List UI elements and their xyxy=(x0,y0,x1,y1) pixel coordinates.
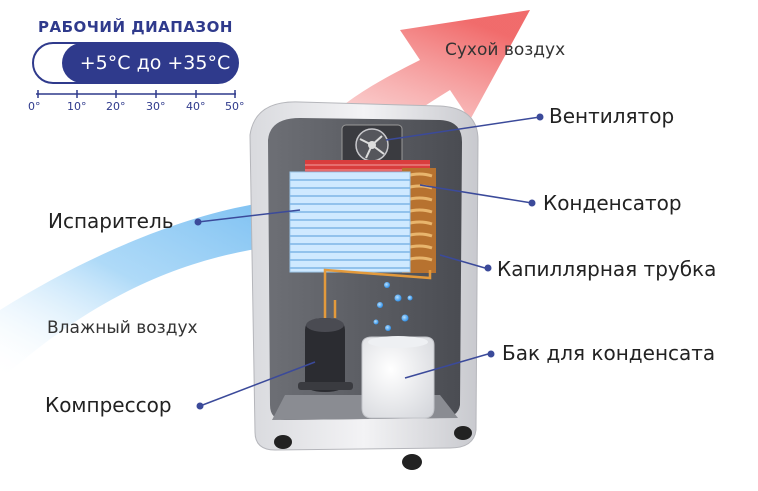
leader-dots xyxy=(194,113,544,410)
scale-tick-20: 20° xyxy=(106,100,126,113)
condenser-label: Конденсатор xyxy=(543,191,682,215)
scale-tick-30: 30° xyxy=(146,100,166,113)
condensate-tank-label: Бак для конденсата xyxy=(502,341,716,365)
compressor xyxy=(298,318,353,392)
compressor-label: Компрессор xyxy=(45,393,172,417)
scale-tick-0: 0° xyxy=(28,100,41,113)
scale-tick-40: 40° xyxy=(186,100,206,113)
fan xyxy=(341,124,403,166)
evaporator-label: Испаритель xyxy=(48,209,174,233)
capillary-tube xyxy=(323,268,432,325)
range-value: +5°C до +35°C xyxy=(79,52,231,74)
fan-label: Вентилятор xyxy=(549,104,675,128)
capillary-tube-label: Капиллярная трубка xyxy=(497,257,717,281)
leader-lines xyxy=(197,116,541,407)
dry-air-label: Сухой воздух xyxy=(445,40,566,60)
scale-tick-50: 50° xyxy=(225,100,245,113)
condensate-tank xyxy=(361,336,435,419)
evaporator xyxy=(289,171,411,273)
humid-air-label: Влажный воздух xyxy=(47,318,198,338)
range-title: РАБОЧИЙ ДИАПАЗОН xyxy=(38,18,233,36)
operating-range-scale xyxy=(32,42,239,98)
scale-tick-10: 10° xyxy=(67,100,87,113)
condensate-droplets xyxy=(373,282,413,343)
